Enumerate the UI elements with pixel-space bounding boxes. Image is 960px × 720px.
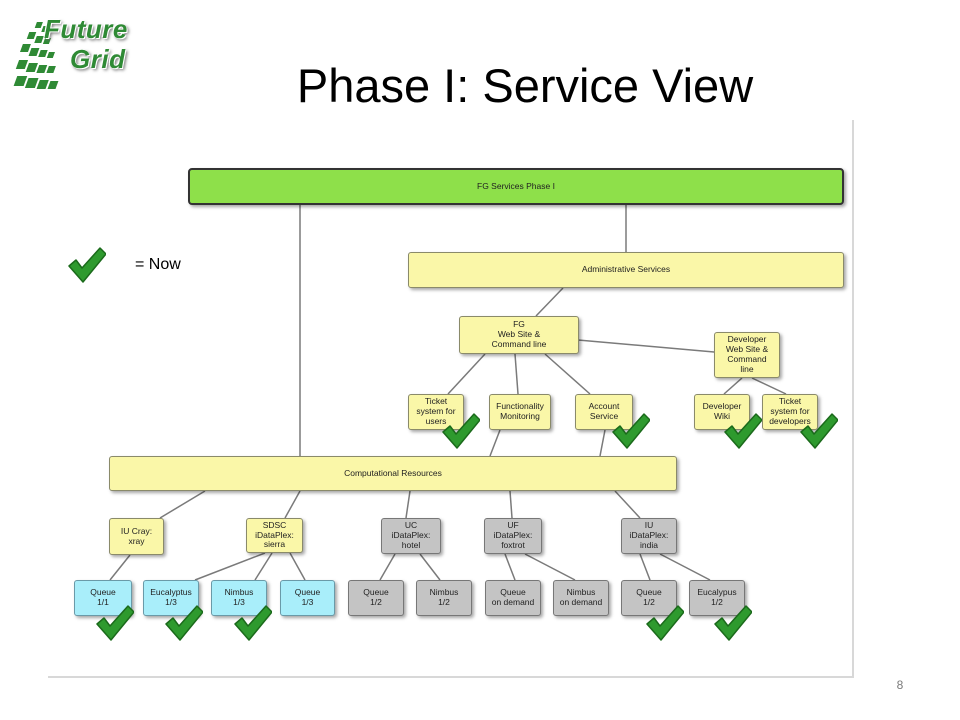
checkmark-icon — [724, 413, 762, 449]
node-fg-web-site: FG Web Site & Command line — [459, 316, 579, 354]
node-queue-1-2-iu: Queue 1/2 — [621, 580, 677, 616]
checkmark-icon — [714, 605, 752, 641]
node-fg-services-phase-1: FG Services Phase I — [188, 168, 844, 205]
page-title: Phase I: Service View — [296, 59, 754, 112]
node-functionality-monitoring: Functionality Monitoring — [489, 394, 551, 430]
node-ticket-system-developers: Ticket system for developers — [762, 394, 818, 430]
page-number: 8 — [896, 678, 904, 692]
node-iu-cray: IU Cray: xray — [109, 518, 164, 555]
checkmark-icon — [165, 605, 203, 641]
logo-text-grid: Grid — [70, 44, 126, 74]
node-queue-1-3: Queue 1/3 — [280, 580, 335, 616]
node-iu-idataplex: IU iDataPlex: india — [621, 518, 677, 554]
logo-text-future: Future — [44, 14, 128, 44]
node-administrative-services: Administrative Services — [408, 252, 844, 288]
checkmark-icon — [442, 413, 480, 449]
node-uf-idataplex: UF iDataPlex: foxtrot — [484, 518, 542, 554]
node-computational-resources: Computational Resources — [109, 456, 677, 491]
node-account-service: Account Service — [575, 394, 633, 430]
node-queue-1-2-uc: Queue 1/2 — [348, 580, 404, 616]
node-nimbus-on-demand: Nimbus on demand — [553, 580, 609, 616]
checkmark-icon — [612, 413, 650, 449]
grid-logo-icon — [13, 22, 59, 89]
checkmark-icon — [646, 605, 684, 641]
checkmark-icon — [234, 605, 272, 641]
node-nimbus-1-3: Nimbus 1/3 — [211, 580, 267, 616]
node-eucalypus-1-2: Eucalypus 1/2 — [689, 580, 745, 616]
node-developer-wiki: Developer Wiki — [694, 394, 750, 430]
checkmark-icon — [800, 413, 838, 449]
legend-label: = Now — [135, 256, 181, 273]
node-queue-on-demand: Queue on demand — [485, 580, 541, 616]
node-developer-web-site: Developer Web Site & Command line — [714, 332, 780, 378]
node-sdsc-idataplex: SDSC iDataPlex: sierra — [246, 518, 303, 553]
node-nimbus-1-2: Nimbus 1/2 — [416, 580, 472, 616]
checkmark-icon — [96, 605, 134, 641]
node-ticket-system-users: Ticket system for users — [408, 394, 464, 430]
futuregrid-logo: Future Grid — [10, 8, 150, 102]
diagram-frame — [48, 120, 854, 678]
checkmark-icon — [68, 247, 106, 283]
node-eucalyptus-1-3: Eucalyptus 1/3 — [143, 580, 199, 616]
node-queue-1-1: Queue 1/1 — [74, 580, 132, 616]
node-uc-idataplex: UC iDataPlex: hotel — [381, 518, 441, 554]
